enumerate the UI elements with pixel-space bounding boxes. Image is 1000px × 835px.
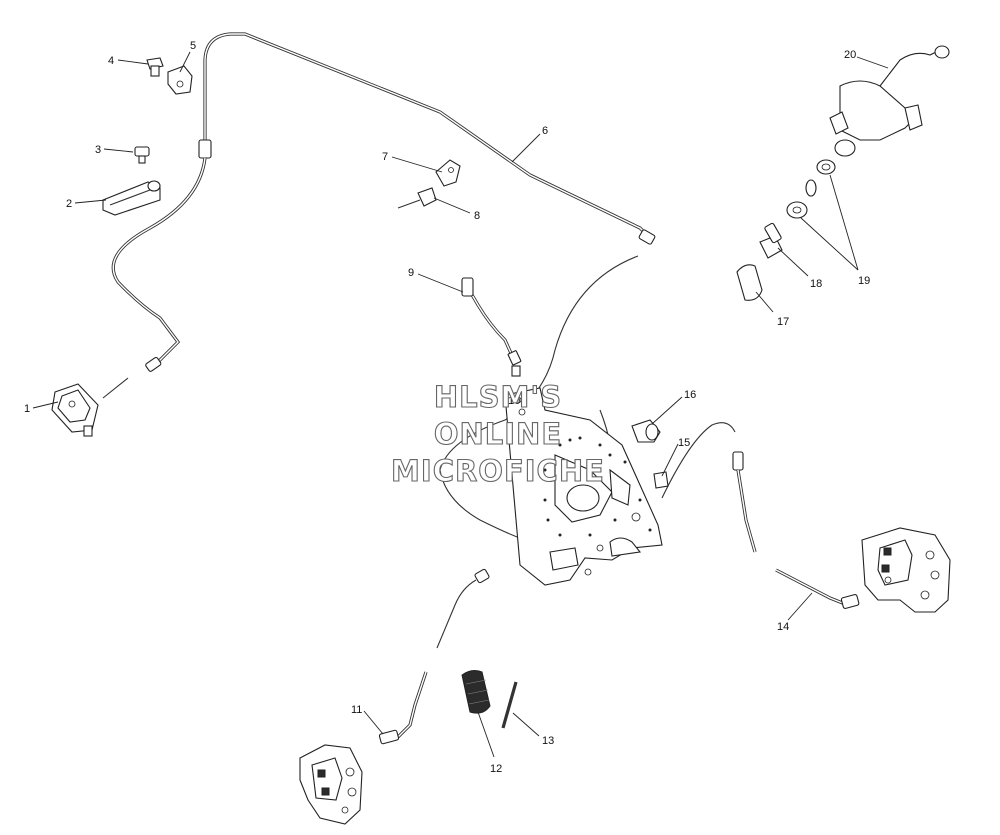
callout-4: 4 — [108, 55, 114, 67]
callout-20: 20 — [844, 49, 856, 61]
callout-9: 9 — [408, 267, 414, 279]
callout-1: 1 — [24, 403, 30, 415]
callout-10: 10 — [508, 395, 520, 407]
callout-17: 17 — [777, 316, 789, 328]
watermark: HLSM'S ONLINE MICROFICHE — [391, 379, 605, 488]
screw — [146, 57, 164, 77]
callout-6: 6 — [542, 125, 548, 137]
brake-caliper-right — [861, 527, 951, 613]
callout-15: 15 — [678, 437, 690, 449]
bushing-cap — [631, 419, 661, 443]
brake-hose-short — [461, 277, 522, 377]
watermark-line-3: MICROFICHE — [391, 454, 605, 488]
line-clamp — [167, 65, 193, 95]
watermark-line-1: HLSM'S — [434, 380, 562, 414]
brake-junction-block — [51, 383, 99, 437]
screw-right — [653, 471, 669, 489]
leader-lines — [32, 51, 889, 758]
bolt-small — [134, 146, 150, 164]
brake-line-to-right-caliper — [661, 422, 736, 499]
banjo-bolt — [759, 222, 783, 259]
callout-12: 12 — [490, 763, 502, 775]
brake-mount-plate — [504, 387, 663, 586]
pin-rod — [501, 681, 518, 729]
line-clamp-small — [435, 159, 461, 187]
brake-hose-left — [102, 157, 207, 399]
brake-hose-right — [732, 451, 860, 609]
callout-8: 8 — [474, 210, 480, 222]
master-cylinder — [829, 45, 950, 157]
callout-labels: 1 2 3 4 5 6 7 8 9 10 11 12 13 14 15 16 1… — [24, 40, 870, 775]
callout-5: 5 — [190, 40, 196, 52]
callout-19: 19 — [858, 275, 870, 287]
rubber-sleeve — [461, 670, 491, 714]
brake-line-rigid — [198, 32, 656, 245]
brake-line-curve-right — [439, 255, 639, 549]
brake-hose-lower — [378, 568, 490, 745]
rivet-pin — [397, 187, 437, 209]
callout-14: 14 — [777, 621, 789, 633]
callout-11: 11 — [351, 704, 362, 716]
brake-caliper-left — [299, 744, 363, 825]
callout-18: 18 — [810, 278, 822, 290]
cap — [736, 264, 763, 301]
callout-13: 13 — [542, 735, 554, 747]
callout-16: 16 — [684, 389, 696, 401]
watermark-line-2: ONLINE — [434, 417, 562, 451]
washers — [786, 159, 836, 219]
callout-2: 2 — [66, 198, 72, 210]
callout-3: 3 — [95, 144, 101, 156]
hose-clip-bracket — [102, 180, 161, 216]
callout-7: 7 — [382, 151, 388, 163]
